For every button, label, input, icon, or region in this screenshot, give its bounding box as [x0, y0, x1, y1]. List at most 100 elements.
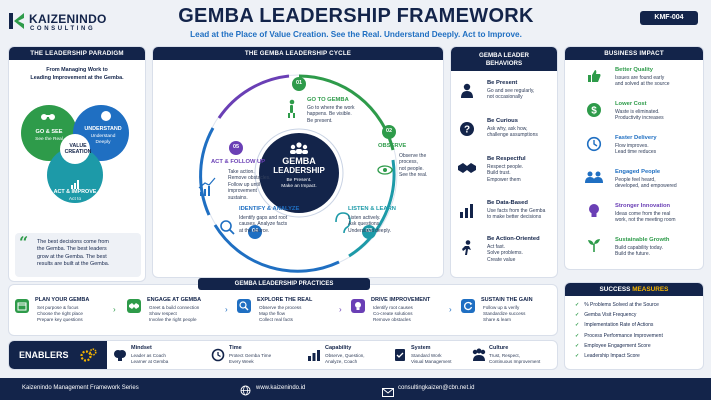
- step-05-line-5: sustains.: [228, 194, 248, 201]
- check-icon: ✓: [575, 312, 580, 319]
- paradigm-intro-2: Leading Improvement at the Gemba.: [30, 75, 124, 81]
- step-01-line-2: happens. Be visible.: [307, 111, 352, 118]
- quote-line-4: results are built at the Gemba.: [37, 261, 110, 268]
- check-icon: ✓: [575, 353, 580, 360]
- impact-title: Stronger Innovation: [615, 203, 671, 209]
- step-03-num: 03: [365, 228, 373, 234]
- search-icon: [237, 299, 251, 313]
- behavior-item: Be Action-Oriented Act fast.Solve proble…: [455, 235, 555, 275]
- page-subtitle: Lead at the Place of Value Creation. See…: [190, 30, 522, 39]
- cycle-header: THE GEMBA LEADERSHIP CYCLE: [153, 47, 443, 60]
- check-icon: ✓: [575, 332, 580, 339]
- handshake-icon: [127, 299, 141, 313]
- gears-icon: [79, 347, 97, 369]
- handshake-icon: [458, 161, 476, 179]
- impact-line: Ideas come from the real: [615, 211, 671, 217]
- person-icon: [459, 83, 475, 104]
- arrow-right-icon: ›: [113, 305, 116, 314]
- mail-icon: [382, 384, 394, 400]
- quote-line-3: grow at the Gemba. The best: [37, 253, 107, 260]
- practice-title: PLAN YOUR GEMBA: [35, 297, 90, 303]
- lightbulb-icon: [588, 203, 600, 224]
- practice-bullet: Map the flow: [259, 311, 286, 316]
- dollar-icon: $: [586, 102, 602, 123]
- team-icon: [290, 142, 308, 154]
- enablers-label-box: ENABLERS: [9, 341, 107, 369]
- practice-bullet: Choose the right place: [37, 311, 83, 316]
- measure-item: ✓Employee Engagement Score: [575, 341, 663, 351]
- footer-website[interactable]: www.kaizenindo.id: [256, 385, 306, 391]
- enabler-line: Continuous Improvement: [489, 359, 541, 364]
- impact-title: Faster Delivery: [615, 135, 657, 141]
- practice-bullet: Involve the right people: [149, 317, 197, 322]
- act-improve-sub: Act to Improve: [66, 197, 84, 208]
- svg-text:?: ?: [464, 125, 470, 136]
- step-04-line-2: causes. Analyze facts: [239, 221, 288, 228]
- enabler-line: Learner at Gemba: [131, 359, 169, 364]
- paradigm-quote: “ The best decisions come from the Gemba…: [15, 233, 141, 277]
- behavior-title: Be Curious: [487, 118, 518, 124]
- go-see-title: GO & SEE: [35, 129, 63, 135]
- step-02-title: OBSERVE: [378, 143, 407, 149]
- measure-item: ✓ Leadership Impact Score: [575, 351, 663, 361]
- measures-header-accent: MEASURES: [632, 286, 669, 293]
- step-04-line-1: Identify gaps and root: [239, 215, 288, 221]
- sprout-icon: [586, 237, 602, 258]
- practice-bullet: Observe the process: [259, 305, 302, 310]
- measures-panel: SUCCESS MEASURES ✓% Problems Solved at t…: [564, 282, 704, 370]
- step-01-line-1: Go to where the work: [307, 105, 355, 111]
- behavior-item: ? Be Curious Ask why, ask how,challenge …: [455, 117, 555, 153]
- question-icon: ?: [459, 121, 475, 142]
- impact-title: Lower Cost: [615, 101, 647, 107]
- impact-line: work, not the meeting room: [615, 217, 676, 224]
- running-person-icon: [459, 240, 475, 261]
- measure-label: Process Performance Improvement: [584, 332, 663, 339]
- practice-bullet: Identify root causes: [373, 305, 413, 310]
- enabler-line: Standard Work: [411, 353, 442, 358]
- brand-sub: CONSULTING: [30, 26, 96, 32]
- paradigm-intro-1: From Managing Work to: [46, 67, 108, 73]
- enabler-item: Capability Observe, Question,Analyze, Co…: [307, 345, 395, 369]
- step-05-line-4: improvement: [228, 188, 257, 195]
- behavior-line: Act fast.: [487, 244, 506, 250]
- impact-panel: BUSINESS IMPACT Better Quality Issues ar…: [564, 46, 704, 270]
- measure-item: ✓ Gemba Visit Frequency: [575, 310, 663, 320]
- cycle-center-title-1: GEMBA: [282, 156, 316, 166]
- enablers-label: ENABLERS: [19, 350, 69, 360]
- clock-icon: [586, 136, 602, 157]
- behavior-item: Be Present Go and see regularly,not occa…: [455, 79, 555, 115]
- cycle-panel: THE GEMBA LEADERSHIP CYCLE: [152, 46, 444, 278]
- footer-series: Kaizenindo Management Framework Series: [22, 385, 139, 391]
- measure-label: Gemba Visit Frequency: [584, 312, 637, 319]
- behavior-title: Be Data-Based: [487, 200, 528, 206]
- step-05-num: 05: [232, 144, 240, 150]
- behavior-title: Be Present: [487, 80, 518, 86]
- paradigm-header: THE LEADERSHIP PARADIGM: [9, 47, 145, 60]
- binoculars-icon: [41, 114, 55, 120]
- measure-label: Leadership Impact Score: [584, 353, 640, 360]
- enabler-title: Mindset: [131, 345, 152, 351]
- step-01-title: GO TO GEMBA: [307, 97, 349, 103]
- eye-icon: [377, 165, 393, 175]
- impact-title: Better Quality: [615, 67, 654, 73]
- behaviors-header-1: GEMBA LEADER: [479, 52, 529, 59]
- enabler-title: Time: [229, 345, 242, 351]
- step-02-num: 02: [385, 128, 393, 134]
- measures-header: SUCCESS MEASURES: [565, 283, 703, 296]
- measure-label: Employee Engagement Score: [584, 342, 651, 349]
- arrow-right-icon: ›: [225, 305, 228, 314]
- impact-title: Sustainable Growth: [615, 237, 670, 243]
- bar-chart-icon: [307, 348, 321, 367]
- footer-email[interactable]: consultingkaizen@cbn.net.id: [398, 385, 475, 391]
- impact-line: developed, and empowered: [615, 183, 677, 190]
- behavior-line: Empower them: [487, 176, 521, 183]
- svg-text:$: $: [591, 106, 597, 117]
- quote-mark-icon: “: [19, 233, 29, 252]
- behavior-line: not occasionally: [487, 94, 523, 101]
- enabler-line: Observe, Question,: [325, 353, 365, 358]
